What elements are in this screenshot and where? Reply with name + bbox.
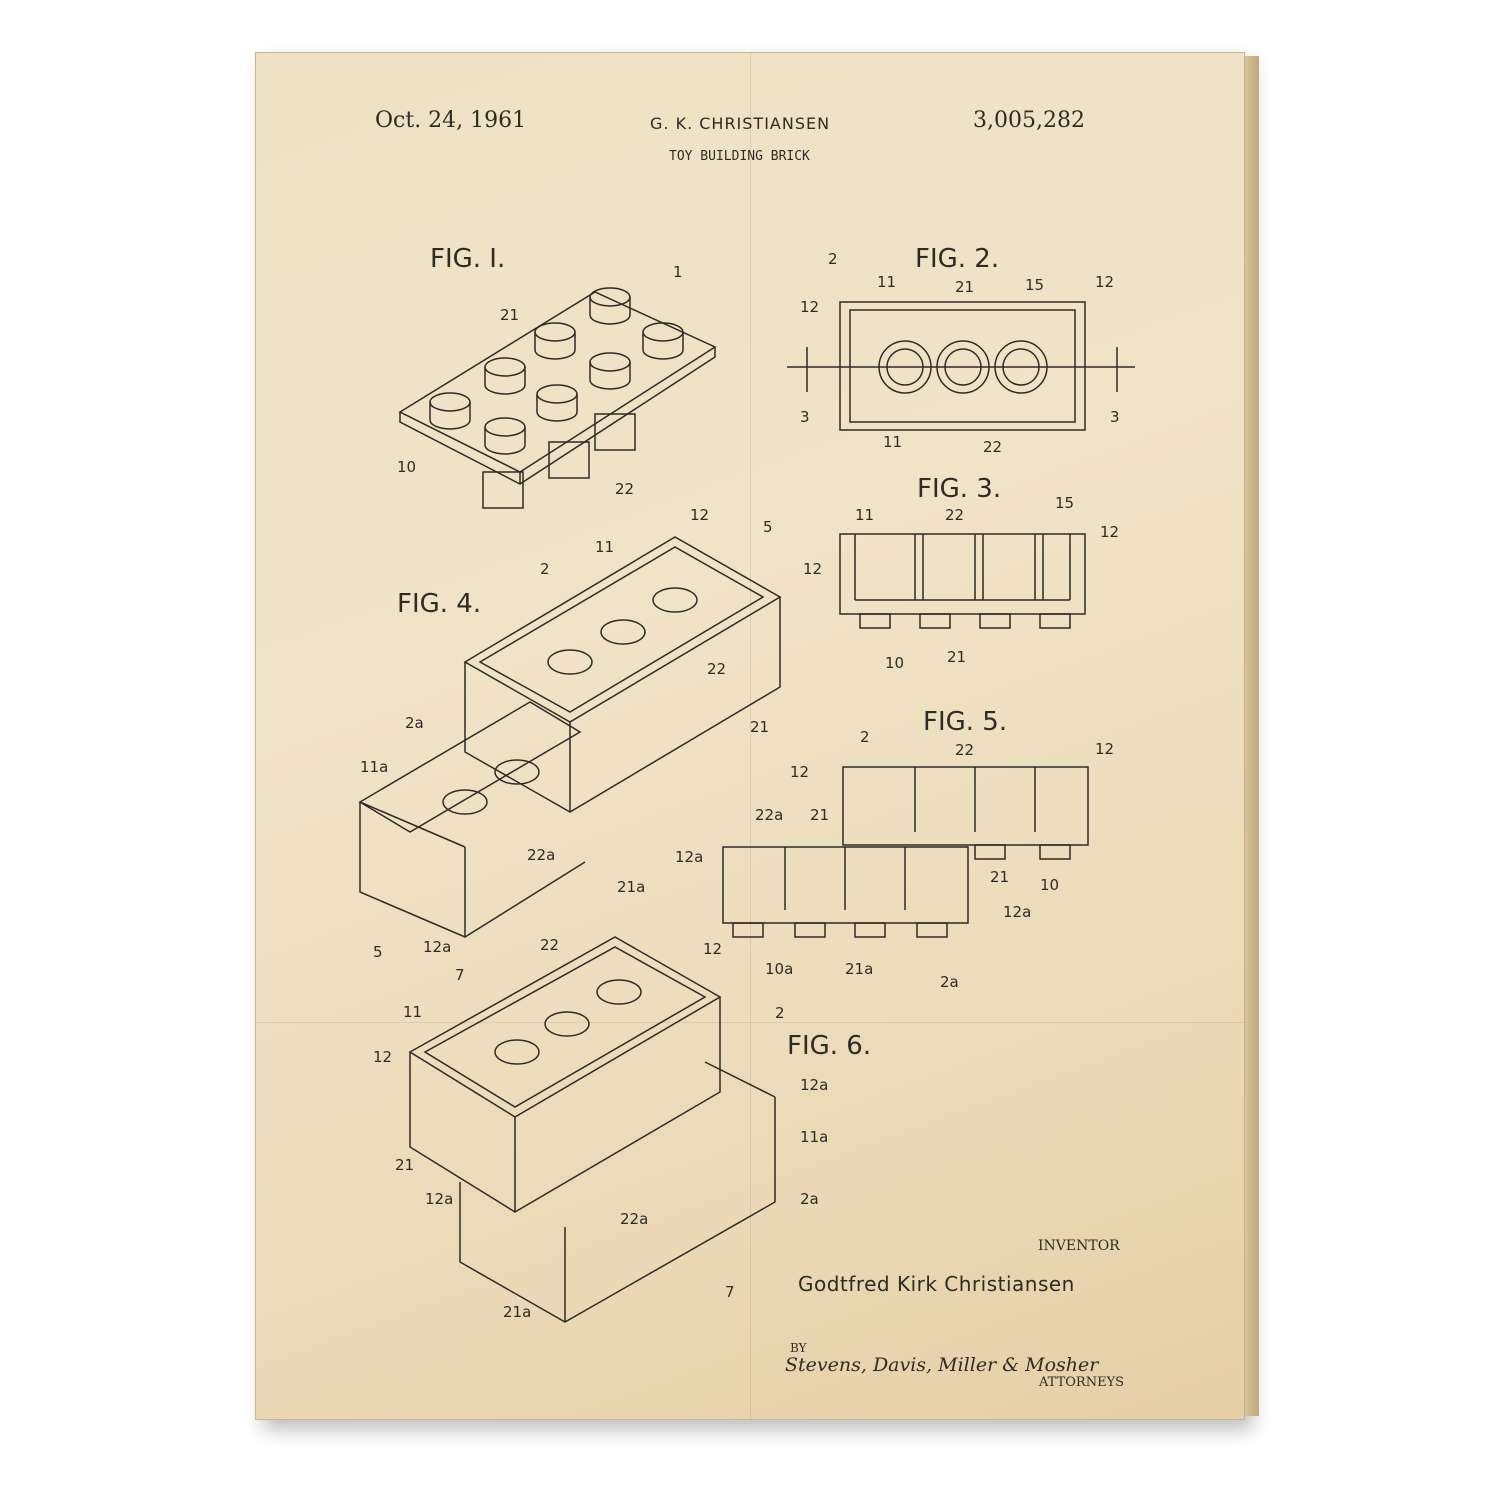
ref-2: 2 [540, 560, 550, 578]
ref-22: 22 [615, 480, 634, 498]
ref-1: 1 [673, 263, 683, 281]
ref-2a: 2a [405, 714, 424, 732]
ref-21: 21 [395, 1156, 414, 1174]
ref-11: 11 [877, 273, 896, 291]
ref-21: 21 [947, 648, 966, 666]
ref-22: 22 [983, 438, 1002, 456]
ref-5: 5 [763, 518, 773, 536]
fig2-label: FIG. 2. [915, 244, 999, 274]
ref-11: 11 [855, 506, 874, 524]
attorneys-label: ATTORNEYS [1039, 1375, 1125, 1390]
ref-10: 10 [397, 458, 416, 476]
ref-22a: 22a [755, 806, 783, 824]
patent-poster: Oct. 24, 1961 G. K. CHRISTIANSEN 3,005,2… [255, 52, 1259, 1420]
ref-12: 12 [1095, 273, 1114, 291]
ref-11: 11 [403, 1003, 422, 1021]
fig1-label: FIG. I. [430, 244, 505, 274]
ref-2a: 2a [800, 1190, 819, 1208]
ref-12: 12 [373, 1048, 392, 1066]
ref-21: 21 [810, 806, 829, 824]
inventor-header: G. K. CHRISTIANSEN [650, 114, 831, 133]
patent-title: TOY BUILDING BRICK [669, 149, 810, 164]
inventor-label: INVENTOR [1038, 1238, 1120, 1254]
ref-22: 22 [540, 936, 559, 954]
ref-12a: 12a [423, 938, 451, 956]
ref-12a: 12a [425, 1190, 453, 1208]
ref-10a: 10a [765, 960, 793, 978]
fig4-bricks-drawing [358, 536, 782, 938]
ref-15: 15 [1025, 276, 1044, 294]
ref-22a: 22a [527, 846, 555, 864]
ref-22: 22 [945, 506, 964, 524]
fig1-brick-drawing [398, 287, 717, 509]
ref-2: 2 [860, 728, 870, 746]
fold-line-horizontal [255, 1022, 1245, 1023]
fig3-section-drawing [839, 533, 1086, 629]
patent-drawings: FIG. I. FIG. 2. FIG. 3. FIG. 4. FIG. 5. … [358, 244, 1135, 1323]
ref-12: 12 [800, 298, 819, 316]
ref-21: 21 [955, 278, 974, 296]
attorney-signature: Stevens, Davis, Miller & Mosher [785, 1354, 1099, 1376]
ref-21: 21 [750, 718, 769, 736]
patent-number: 3,005,282 [973, 108, 1085, 133]
fig5-label: FIG. 5. [923, 707, 1007, 737]
ref-3: 3 [1110, 408, 1120, 426]
fig6-bricks-drawing [408, 936, 776, 1323]
ref-12: 12 [1095, 740, 1114, 758]
fig4-label: FIG. 4. [397, 589, 481, 619]
ref-21a: 21a [617, 878, 645, 896]
ref-12a: 12a [675, 848, 703, 866]
ref-22: 22 [707, 660, 726, 678]
fold-line-vertical [750, 52, 751, 1420]
ref-2: 2 [828, 250, 838, 268]
canvas-edge [1245, 56, 1259, 1416]
ref-12: 12 [1100, 523, 1119, 541]
ref-21: 21 [990, 868, 1009, 886]
fig2-top-view-drawing [787, 301, 1135, 431]
ref-2a: 2a [940, 973, 959, 991]
ref-22: 22 [955, 741, 974, 759]
ref-22a: 22a [620, 1210, 648, 1228]
ref-12a: 12a [800, 1076, 828, 1094]
ref-11: 11 [595, 538, 614, 556]
patent-date: Oct. 24, 1961 [375, 108, 527, 133]
ref-2: 2 [775, 1004, 785, 1022]
ref-12: 12 [790, 763, 809, 781]
fig3-label: FIG. 3. [917, 474, 1001, 504]
ref-12: 12 [690, 506, 709, 524]
by-label: BY [790, 1341, 807, 1355]
ref-11a: 11a [800, 1128, 828, 1146]
ref-7: 7 [455, 966, 465, 984]
ref-21: 21 [500, 306, 519, 324]
inventor-full-name: Godtfred Kirk Christiansen [798, 1272, 1075, 1296]
ref-10: 10 [885, 654, 904, 672]
ref-3: 3 [800, 408, 810, 426]
fig6-label: FIG. 6. [787, 1031, 871, 1061]
ref-15: 15 [1055, 494, 1074, 512]
ref-7: 7 [725, 1283, 735, 1301]
ref-12a: 12a [1003, 903, 1031, 921]
ref-11a: 11a [360, 758, 388, 776]
ref-5: 5 [373, 943, 383, 961]
ref-12: 12 [703, 940, 722, 958]
ref-21a: 21a [845, 960, 873, 978]
ref-21a: 21a [503, 1303, 531, 1321]
ref-12: 12 [803, 560, 822, 578]
ref-10: 10 [1040, 876, 1059, 894]
ref-11: 11 [883, 433, 902, 451]
fig5-section-drawing [722, 766, 1089, 938]
